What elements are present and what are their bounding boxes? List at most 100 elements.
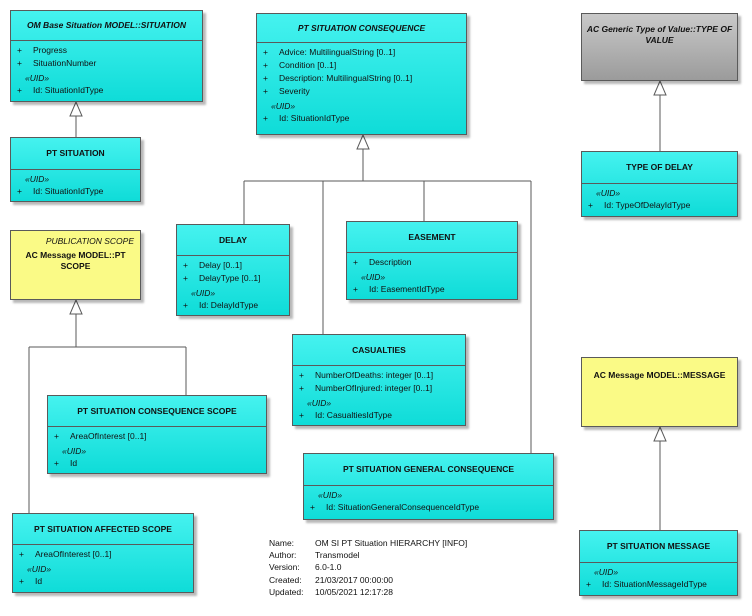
class-header: PT SITUATION CONSEQUENCE SCOPE <box>48 396 266 427</box>
generalization-arrowhead <box>653 79 667 96</box>
class-header: EASEMENT <box>347 222 517 253</box>
uid-stereotype: «UID» <box>25 73 50 83</box>
class-type-of-delay[interactable]: TYPE OF DELAY «UID» +Id: TypeOfDelayIdTy… <box>581 151 738 217</box>
class-header: DELAY <box>177 225 289 256</box>
class-pt-situation-consequence[interactable]: PT SITUATION CONSEQUENCE +Advice: Multil… <box>256 13 467 135</box>
class-header: TYPE OF DELAY <box>582 152 737 184</box>
class-header: PT SITUATION MESSAGE <box>580 531 737 563</box>
id-attribute: +Id: SituationMessageIdType <box>586 579 707 589</box>
class-name: PT SITUATION CONSEQUENCE <box>297 22 426 33</box>
class-name: PT SITUATION <box>46 148 105 158</box>
class-pt-scope[interactable]: PUBLICATION SCOPE AC Message MODEL::PT S… <box>10 230 141 300</box>
attribute: +Severity <box>263 86 310 96</box>
uid-stereotype: «UID» <box>271 101 296 111</box>
class-header: PT SITUATION GENERAL CONSEQUENCE <box>304 454 553 486</box>
attribute: +NumberOfInjured: integer [0..1] <box>299 383 433 393</box>
id-attribute: +Id: SituationGeneralConsequenceIdType <box>310 502 480 512</box>
class-name: PT SITUATION AFFECTED SCOPE <box>34 523 172 534</box>
class-header: AC Generic Type of Value::TYPE OF VALUE <box>582 14 737 50</box>
diagram-info: Name: OM SI PT Situation HIERARCHY [INFO]… <box>269 537 467 598</box>
info-label: Version: <box>269 562 300 573</box>
id-attribute: +Id: SituationIdType <box>263 113 350 123</box>
class-header: OM Base Situation MODEL::SITUATION <box>11 11 202 41</box>
class-ac-message[interactable]: AC Message MODEL::MESSAGE <box>581 357 738 427</box>
info-value: 6.0-1.0 <box>315 562 342 573</box>
class-attributes: +AreaOfInterest [0..1] «UID» +Id <box>48 427 266 472</box>
attribute: +DelayType [0..1] <box>183 273 261 283</box>
info-value: 21/03/2017 00:00:00 <box>315 574 393 585</box>
info-value: OM SI PT Situation HIERARCHY [INFO] <box>315 538 468 548</box>
id-attribute: +Id: SituationIdType <box>17 186 104 196</box>
uid-stereotype: «UID» <box>25 174 50 184</box>
class-pt-situation-message[interactable]: PT SITUATION MESSAGE «UID» +Id: Situatio… <box>579 530 738 596</box>
attribute: +Delay [0..1] <box>183 260 242 270</box>
id-attribute: +Id: EasementIdType <box>353 284 445 294</box>
class-attributes: «UID» +Id: TypeOfDelayIdType <box>582 184 737 214</box>
class-om-base-situation[interactable]: OM Base Situation MODEL::SITUATION +Prog… <box>10 10 203 102</box>
class-name: PT SITUATION GENERAL CONSEQUENCE <box>342 464 515 474</box>
class-name: PT SITUATION CONSEQUENCE SCOPE <box>77 405 237 416</box>
generalization-arrowhead <box>653 425 667 442</box>
class-header: PT SITUATION CONSEQUENCE <box>257 14 466 43</box>
class-attributes: +Delay [0..1] +DelayType [0..1] «UID» +I… <box>177 256 289 314</box>
class-attributes: «UID» +Id: SituationMessageIdType <box>580 563 737 593</box>
class-name: CASUALTIES <box>352 344 406 355</box>
class-stereotype: PUBLICATION SCOPE <box>45 236 134 246</box>
id-attribute: +Id: CasualtiesIdType <box>299 410 393 420</box>
generalization-arrowhead <box>356 133 370 150</box>
class-header: PT SITUATION AFFECTED SCOPE <box>13 514 193 545</box>
class-name: PT SITUATION MESSAGE <box>606 541 711 551</box>
class-header: PT SITUATION <box>11 138 140 170</box>
class-attributes: +Description «UID» +Id: EasementIdType <box>347 253 517 298</box>
id-attribute: +Id <box>54 458 78 468</box>
info-label: Name: <box>269 538 295 548</box>
info-label: Created: <box>269 574 302 585</box>
id-attribute: +Id <box>19 576 43 586</box>
class-name: OM Base Situation MODEL::SITUATION <box>27 20 186 30</box>
uid-stereotype: «UID» <box>361 272 386 282</box>
attribute: +AreaOfInterest [0..1] <box>54 431 147 441</box>
class-header: CASUALTIES <box>293 335 465 366</box>
uid-stereotype: «UID» <box>594 567 619 577</box>
attribute: +AreaOfInterest [0..1] <box>19 549 112 559</box>
class-attributes: +Progress +SituationNumber «UID» +Id: Si… <box>11 41 202 99</box>
class-delay[interactable]: DELAY +Delay [0..1] +DelayType [0..1] «U… <box>176 224 290 316</box>
attribute: +Advice: MultilingualString [0..1] <box>263 47 396 57</box>
uid-stereotype: «UID» <box>27 564 52 574</box>
info-value: Transmodel <box>315 550 360 561</box>
class-name: TYPE OF DELAY <box>626 162 693 172</box>
class-name: AC Message MODEL::MESSAGE <box>593 369 726 380</box>
class-attributes: «UID» +Id: SituationGeneralConsequenceId… <box>304 486 553 516</box>
attribute: +Description <box>353 257 412 267</box>
class-header: AC Message MODEL::MESSAGE <box>582 358 737 392</box>
class-attributes: +AreaOfInterest [0..1] «UID» +Id <box>13 545 193 590</box>
attribute: +Progress <box>17 45 68 55</box>
class-name: AC Generic Type of Value::TYPE OF VALUE <box>586 24 733 45</box>
class-pt-situation-general-consequence[interactable]: PT SITUATION GENERAL CONSEQUENCE «UID» +… <box>303 453 554 520</box>
uid-stereotype: «UID» <box>318 490 343 500</box>
info-label: Author: <box>269 550 297 561</box>
info-value: 10/05/2021 12:17:28 <box>315 586 393 597</box>
class-attributes: +Advice: MultilingualString [0..1] +Cond… <box>257 43 466 127</box>
generalization-arrowhead <box>69 298 83 315</box>
class-name: DELAY <box>218 234 248 245</box>
generalization-arrowhead <box>69 100 83 117</box>
class-attributes: +NumberOfDeaths: integer [0..1] +NumberO… <box>293 366 465 424</box>
class-pt-situation-affected-scope[interactable]: PT SITUATION AFFECTED SCOPE +AreaOfInter… <box>12 513 194 593</box>
class-name: EASEMENT <box>408 231 456 242</box>
id-attribute: +Id: SituationIdType <box>17 85 104 95</box>
attribute: +Description: MultilingualString [0..1] <box>263 73 413 83</box>
class-casualties[interactable]: CASUALTIES +NumberOfDeaths: integer [0..… <box>292 334 466 426</box>
class-name: AC Message MODEL::PT SCOPE <box>25 250 126 271</box>
id-attribute: +Id: TypeOfDelayIdType <box>588 200 691 210</box>
attribute: +Condition [0..1] <box>263 60 337 70</box>
class-easement[interactable]: EASEMENT +Description «UID» +Id: Easemen… <box>346 221 518 300</box>
info-label: Updated: <box>269 586 304 597</box>
uid-stereotype: «UID» <box>596 188 621 198</box>
class-pt-situation-consequence-scope[interactable]: PT SITUATION CONSEQUENCE SCOPE +AreaOfIn… <box>47 395 267 474</box>
class-attributes: «UID» +Id: SituationIdType <box>11 170 140 200</box>
uid-stereotype: «UID» <box>62 446 87 456</box>
class-type-of-value[interactable]: AC Generic Type of Value::TYPE OF VALUE <box>581 13 738 81</box>
class-pt-situation[interactable]: PT SITUATION «UID» +Id: SituationIdType <box>10 137 141 202</box>
